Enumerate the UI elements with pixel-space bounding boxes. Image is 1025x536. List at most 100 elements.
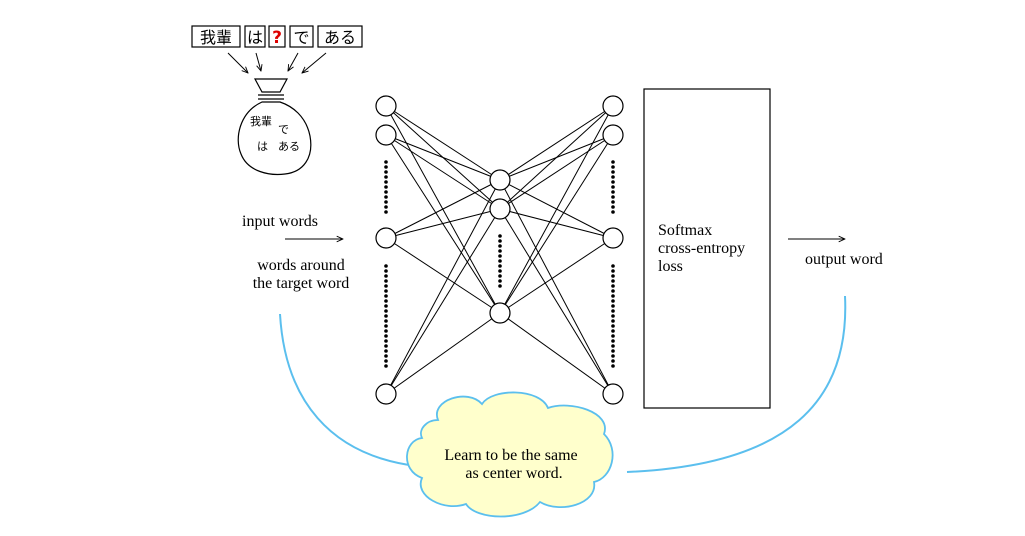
ellipsis-dot	[611, 314, 615, 318]
ellipsis-dot	[498, 249, 502, 253]
network-edge	[499, 134, 614, 210]
ellipsis-dot	[384, 364, 388, 368]
ellipsis-dot	[611, 349, 615, 353]
ellipsis-dot	[611, 309, 615, 313]
ellipsis-dot	[384, 344, 388, 348]
ellipsis-dot	[498, 264, 502, 268]
ellipsis-dot	[611, 284, 615, 288]
neural-network	[375, 95, 624, 405]
ellipsis-dot	[611, 299, 615, 303]
output-word-label: output word	[805, 251, 883, 268]
token-box: ある	[317, 25, 363, 48]
ellipsis-dot	[611, 160, 615, 164]
token-arrows	[227, 52, 327, 73]
ellipsis-dot	[611, 354, 615, 358]
network-edge	[499, 208, 614, 395]
ellipsis-dot	[611, 175, 615, 179]
ellipsis-dot	[611, 264, 615, 268]
target-word-label: the target word	[253, 275, 350, 292]
network-edge	[499, 134, 614, 314]
token-arrow	[227, 52, 248, 73]
ellipsis-dot	[384, 274, 388, 278]
softmax-label: Softmax	[658, 222, 712, 239]
network-edge	[385, 179, 501, 395]
ellipsis-dot	[611, 185, 615, 189]
network-edge	[385, 208, 501, 395]
network-nodes	[375, 95, 624, 405]
network-edge	[499, 179, 614, 395]
ellipsis-dot	[611, 210, 615, 214]
ellipsis-dot	[498, 239, 502, 243]
ellipsis-dot	[384, 185, 388, 189]
input-node	[375, 95, 397, 117]
ellipsis-dot	[384, 324, 388, 328]
input-node	[375, 124, 397, 146]
softmax-box	[643, 88, 771, 409]
ellipsis-dot	[611, 195, 615, 199]
input-words-label: input words	[242, 213, 318, 230]
ellipsis-dot	[384, 329, 388, 333]
ellipsis-dot	[384, 160, 388, 164]
feedback-curve-right	[626, 295, 847, 473]
hidden-node	[489, 198, 511, 220]
ellipsis-dot	[611, 190, 615, 194]
token-box: で	[289, 25, 314, 48]
bag-word: 我輩	[250, 114, 272, 128]
token-box: 我輩	[191, 25, 241, 48]
bag-word: で	[278, 123, 289, 136]
ellipsis-dot	[611, 344, 615, 348]
token-label: 我輩	[200, 28, 232, 47]
ellipsis-dot	[384, 195, 388, 199]
ellipsis-dot	[384, 304, 388, 308]
ellipsis-dot	[384, 314, 388, 318]
network-edge	[385, 179, 501, 239]
token-label: ある	[324, 28, 356, 47]
ellipsis-dot	[611, 319, 615, 323]
input-node	[375, 383, 397, 405]
ellipsis-dot	[611, 170, 615, 174]
ellipsis-dot	[498, 279, 502, 283]
bag-word: ある	[278, 140, 300, 153]
network-edge	[385, 312, 501, 395]
network-edge	[385, 105, 501, 181]
ellipsis-dot	[384, 299, 388, 303]
ellipsis-dot	[384, 190, 388, 194]
hidden-node	[489, 302, 511, 324]
ellipsis-dot	[611, 359, 615, 363]
ellipsis-dot	[611, 324, 615, 328]
feedback-curve-left	[279, 313, 417, 467]
network-edge	[499, 105, 614, 314]
hidden-node	[489, 169, 511, 191]
ellipsis-dot	[611, 274, 615, 278]
loss-label: loss	[658, 258, 683, 275]
token-box: は	[244, 25, 266, 48]
network-edge	[499, 237, 614, 314]
ellipsis-dot	[611, 304, 615, 308]
ellipsis-dot	[611, 200, 615, 204]
network-edge	[385, 208, 501, 239]
ellipsis-dot	[611, 294, 615, 298]
ellipsis-dot	[384, 289, 388, 293]
ellipsis-dot	[384, 205, 388, 209]
learning-cloud: Learn to be the same as center word.	[406, 391, 614, 518]
ellipsis-dot	[384, 339, 388, 343]
ellipsis-dot	[498, 269, 502, 273]
network-edge	[499, 105, 614, 210]
ellipsis-dot	[611, 334, 615, 338]
network-edge	[499, 105, 614, 181]
ellipsis-dot	[384, 279, 388, 283]
bag-of-words-icon: 我輩 で は ある	[237, 78, 312, 176]
output-node	[602, 383, 624, 405]
ellipsis-dot	[384, 319, 388, 323]
output-node	[602, 95, 624, 117]
ellipsis-dot	[611, 339, 615, 343]
ellipsis-dot	[611, 289, 615, 293]
network-edge	[385, 237, 501, 314]
ellipsis-dot	[384, 354, 388, 358]
ellipsis-dot	[384, 359, 388, 363]
ellipsis-dot	[384, 334, 388, 338]
ellipsis-dots	[384, 160, 615, 368]
cross-entropy-label: cross-entropy	[658, 240, 745, 257]
ellipsis-dot	[611, 269, 615, 273]
